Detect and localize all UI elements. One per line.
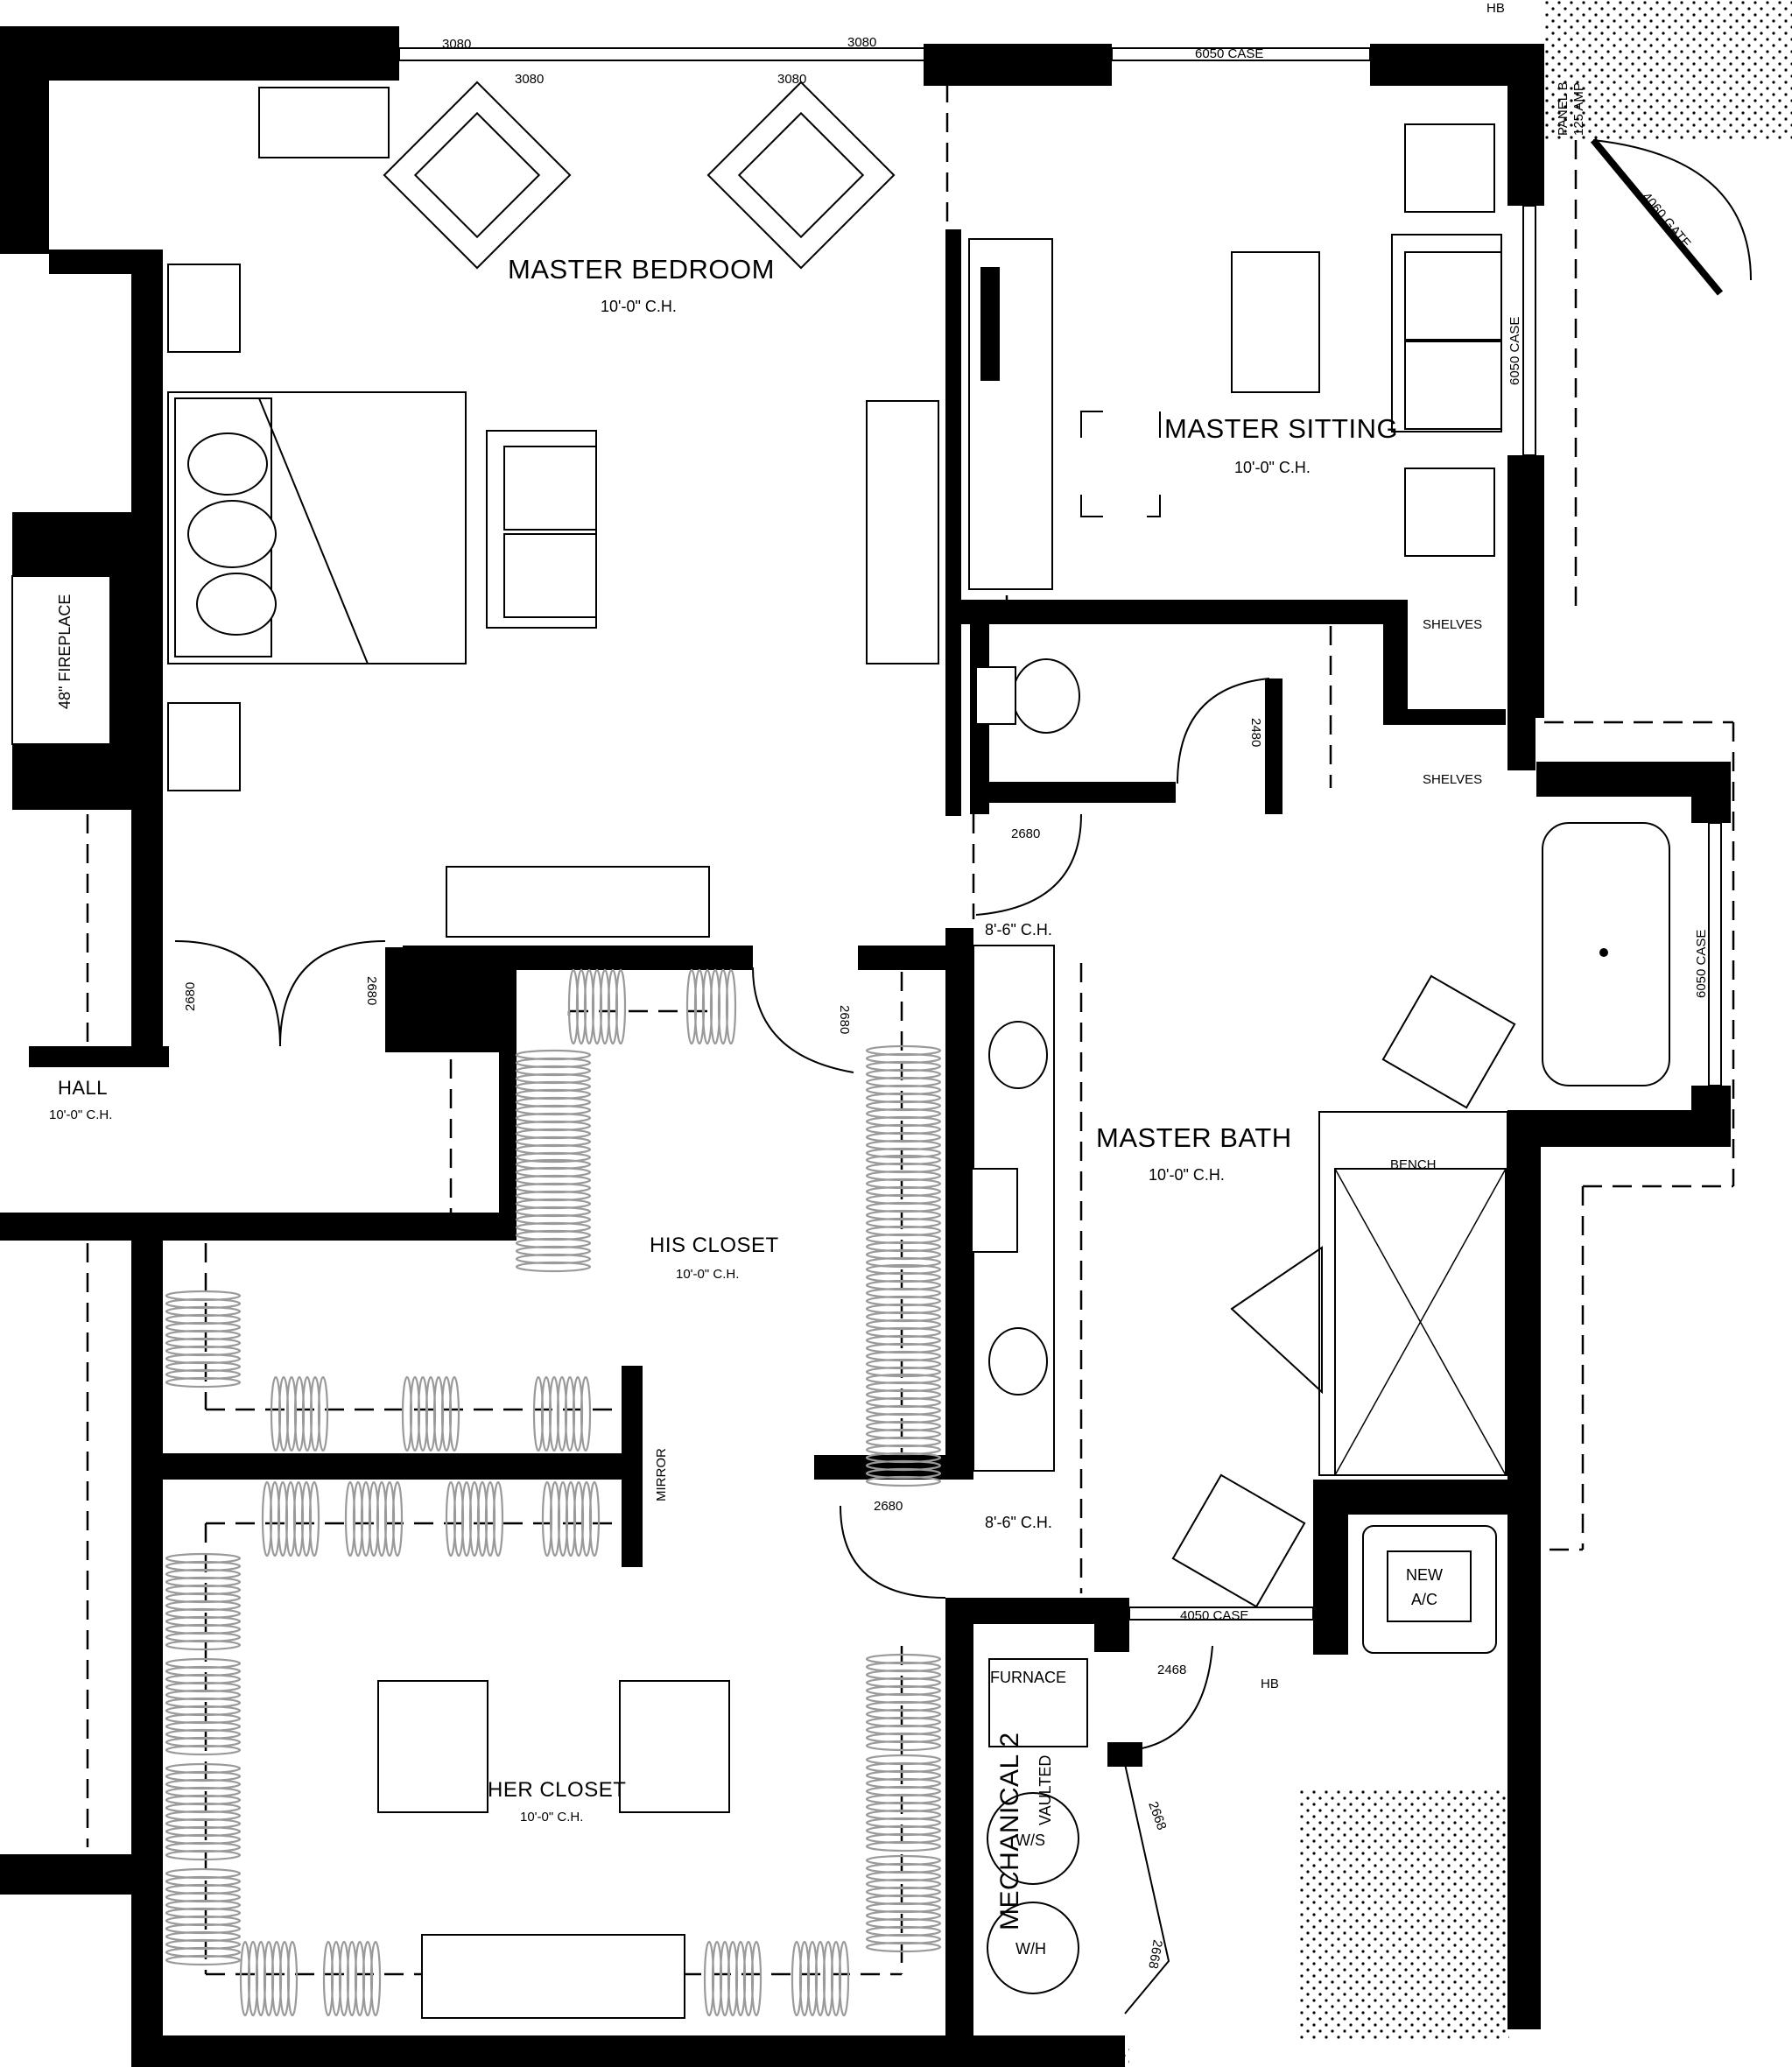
hanger xyxy=(391,1480,404,1557)
wh-label: W/H xyxy=(1015,1940,1046,1958)
ceiling-86-bottom: 8'-6" C.H. xyxy=(985,1514,1052,1531)
patio-top-right xyxy=(1544,0,1792,140)
window-3080-2: 3080 xyxy=(515,72,544,87)
hanger xyxy=(165,1376,242,1389)
window-4050: 4050 CASE xyxy=(1180,1608,1248,1623)
hanger xyxy=(165,1744,242,1756)
door-2468: 2468 xyxy=(1157,1663,1186,1677)
mirror-label: MIRROR xyxy=(654,1448,669,1501)
door-2680-3: 2680 xyxy=(837,1005,852,1034)
hb-label-2: HB xyxy=(1261,1677,1279,1691)
room-name-hall: HALL xyxy=(58,1077,108,1099)
chair-1 xyxy=(1381,974,1516,1109)
hanger xyxy=(725,968,737,1045)
window-3080-1: 3080 xyxy=(442,37,471,52)
room-name-his-closet: HIS CLOSET xyxy=(650,1234,779,1257)
hb-label-1: HB xyxy=(1486,1,1505,16)
window-6050-2: 6050 CASE xyxy=(1507,317,1522,385)
hanger xyxy=(750,1940,762,2017)
hanger xyxy=(515,1261,592,1273)
closet-island-2 xyxy=(619,1680,730,1813)
ceiling-master-sitting: 10'-0" C.H. xyxy=(1234,459,1311,476)
hanger xyxy=(588,1480,601,1557)
door-2680-4: 2680 xyxy=(1011,826,1040,841)
sitting-furniture xyxy=(968,123,1502,590)
fireplace xyxy=(11,575,111,745)
hanger xyxy=(838,1940,850,2017)
window-3080-4: 3080 xyxy=(777,72,806,87)
toilet xyxy=(1012,658,1080,734)
room-name-her-closet: HER CLOSET xyxy=(488,1778,626,1802)
door-2680-2: 2680 xyxy=(364,976,379,1005)
ceiling-hall: 10'-0" C.H. xyxy=(49,1107,112,1122)
closet-island-1 xyxy=(377,1680,488,1813)
shelves-label-3: SHELVES xyxy=(417,995,476,1010)
bedroom-furniture xyxy=(167,81,939,938)
chair-2 xyxy=(1171,1473,1306,1608)
hanger xyxy=(865,1366,942,1378)
window-4040: 4040 XO xyxy=(521,2042,573,2056)
walls xyxy=(0,26,1731,2067)
hanger xyxy=(448,1375,460,1452)
ceiling-86-top: 8'-6" C.H. xyxy=(985,921,1052,939)
hanger xyxy=(865,1256,942,1269)
closet-hangers xyxy=(165,968,942,2017)
ceiling-his-closet: 10'-0" C.H. xyxy=(676,1267,739,1282)
room-name-master-sitting: MASTER SITTING xyxy=(1164,413,1398,444)
room-name-master-bath: MASTER BATH xyxy=(1096,1122,1292,1153)
ceiling-her-closet: 10'-0" C.H. xyxy=(520,1810,583,1824)
room-name-master-bedroom: MASTER BEDROOM xyxy=(508,254,775,285)
labels: MASTER BEDROOM 10'-0" C.H. MASTER SITTIN… xyxy=(49,1,1709,2056)
bench xyxy=(446,866,710,938)
ceiling-master-bedroom: 10'-0" C.H. xyxy=(601,298,677,315)
door-2668-1: 2668 xyxy=(1145,1800,1169,1832)
ws-label: W/S xyxy=(1015,1831,1045,1849)
mechanical-vaulted: VAULTED xyxy=(1037,1755,1054,1825)
windows xyxy=(398,47,1722,2055)
ceiling-master-bath: 10'-0" C.H. xyxy=(1149,1166,1225,1184)
gate-4060: 4060 GATE xyxy=(1639,190,1694,251)
furnace-label: FURNACE xyxy=(990,1669,1066,1686)
hanger xyxy=(308,1480,320,1557)
hanger xyxy=(515,1151,592,1164)
hanger xyxy=(317,1375,329,1452)
fireplace-label: 48" FIREPLACE xyxy=(56,594,74,709)
room-name-mechanical: MECHANICAL 2 xyxy=(995,1732,1024,1930)
shelves-label-1: SHELVES xyxy=(1423,617,1482,632)
hanger xyxy=(580,1375,592,1452)
panel-label-2: 125 AMP xyxy=(1571,82,1586,136)
bench-label: BENCH xyxy=(1390,1157,1437,1172)
door-2480: 2480 xyxy=(1248,718,1263,747)
panel-label-1: PANEL B xyxy=(1556,81,1571,136)
hanger xyxy=(865,1840,942,1853)
hanger xyxy=(165,1954,242,1966)
patio-lower-right xyxy=(1299,1788,1509,2042)
hanger xyxy=(369,1940,382,2017)
hanger xyxy=(615,968,627,1045)
hanger xyxy=(865,1475,942,1487)
hanger xyxy=(865,1147,942,1159)
door-2680-1: 2680 xyxy=(183,982,198,1011)
door-2668-2: 2668 xyxy=(1145,1938,1165,1970)
hanger xyxy=(492,1480,504,1557)
hanger xyxy=(865,1740,942,1752)
closet-bench xyxy=(421,1934,685,2019)
bath-fixtures xyxy=(971,658,1670,1994)
hanger xyxy=(286,1940,299,2017)
furnace-box xyxy=(988,1658,1088,1747)
door-2680-5: 2680 xyxy=(874,1499,903,1514)
hanger xyxy=(865,1941,942,1953)
doors xyxy=(174,137,1752,2014)
window-6050-3: 6050 CASE xyxy=(1694,930,1709,998)
new-ac-label-2: A/C xyxy=(1411,1591,1437,1608)
new-ac-label-1: NEW xyxy=(1406,1566,1443,1584)
shelves-label-2: SHELVES xyxy=(1423,772,1482,787)
hanger xyxy=(165,1639,242,1651)
ac-unit xyxy=(1362,1525,1497,1654)
window-3080-3: 3080 xyxy=(847,35,876,50)
window-6050-1: 6050 CASE xyxy=(1195,46,1263,61)
hanger xyxy=(165,1849,242,1861)
